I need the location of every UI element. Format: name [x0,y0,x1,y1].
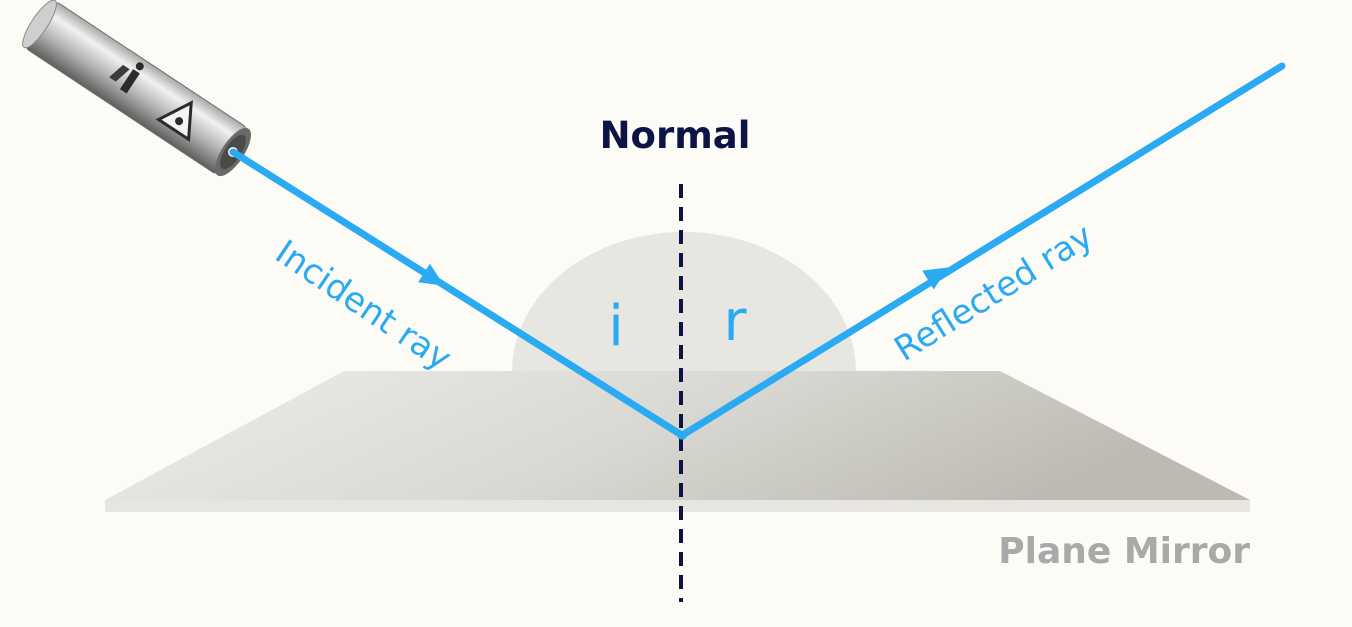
angle-i-label: i [608,294,624,359]
incident-ray-label: Incident ray [268,232,459,379]
plane-mirror [105,371,1250,512]
incident-arrow-icon [418,263,445,286]
angle-region [512,232,856,372]
mirror-label: Plane Mirror [998,531,1250,572]
reflected-arrow-icon [922,267,949,290]
laser-warning-icon [155,100,193,143]
info-icon [109,62,144,94]
reflected-ray [677,62,1286,440]
laser-pointer-icon [22,0,251,177]
normal-label: Normal [600,114,751,157]
incident-ray [229,148,687,440]
angle-r-label: r [723,289,747,354]
